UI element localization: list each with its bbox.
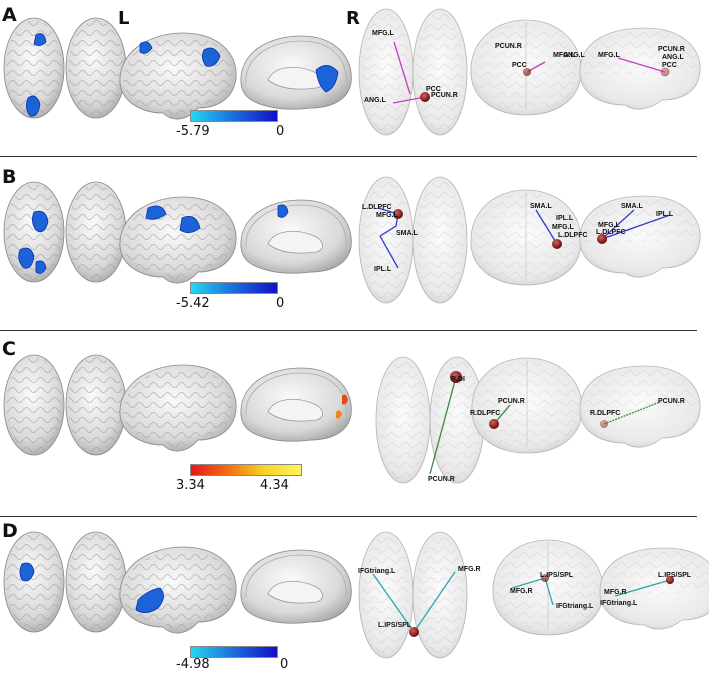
colorbar-c-max: 4.34 — [260, 478, 289, 493]
colorbar-a — [190, 110, 278, 122]
node-label: L.DLPFC — [362, 204, 392, 211]
node-label: PCUN.R — [495, 43, 522, 50]
left-hemisphere-label: L — [118, 8, 130, 29]
colorbar-a-max: 0 — [276, 124, 285, 139]
colorbar-c — [190, 464, 302, 476]
node-label: ANG.L — [364, 97, 386, 104]
colorbar-d-max: 0 — [280, 657, 289, 672]
panel-letter-a: A — [2, 4, 17, 26]
node-label: MFG.L — [598, 222, 620, 229]
node-label: MFG.R — [458, 566, 481, 573]
node-label: PCUN.R — [431, 92, 458, 99]
node-label: PCC — [512, 62, 527, 69]
node-label: L.IPS/SPL — [658, 572, 692, 579]
node-label: PCUN.R — [658, 46, 685, 53]
node-label: MFG.R — [604, 589, 627, 596]
panel-d-brains — [3, 531, 709, 659]
colorbar-d — [190, 646, 278, 658]
panel-letter-b: B — [2, 166, 17, 188]
colorbar-a-min: -5.79 — [176, 124, 210, 139]
node-label: L.IPS/SPL — [540, 572, 574, 579]
node-label: MFG.L — [372, 30, 394, 37]
colorbar-b — [190, 282, 278, 294]
colorbar-c-min: 3.34 — [176, 478, 205, 493]
node-label: SMA.L — [396, 230, 418, 237]
node-label: L.DLPFC — [558, 232, 588, 239]
panel-letter-d: D — [2, 520, 18, 542]
node-label: IFGtriang.L — [358, 568, 396, 575]
node-label: IPL.L — [556, 215, 574, 222]
node-label: R.DI — [451, 376, 465, 383]
node-label: L.DLPFC — [596, 229, 626, 236]
node-label: R.DLPFC — [590, 410, 621, 417]
node-label: IPL.L — [374, 266, 392, 273]
colorbar-b-max: 0 — [276, 296, 285, 311]
colorbar-b-min: -5.42 — [176, 296, 210, 311]
node-label: SMA.L — [621, 203, 643, 210]
connectivity-edges — [372, 41, 671, 634]
node-label: MFG.L — [598, 52, 620, 59]
panel-divider — [0, 330, 697, 331]
node-label: IFGtriang.L — [556, 603, 594, 610]
panel-b-brains — [3, 176, 701, 304]
node-label: PCUN.R — [428, 476, 455, 483]
right-hemisphere-label: R — [346, 8, 360, 29]
node-label: PCUN.R — [498, 398, 525, 405]
node-label: MFG.L — [552, 224, 574, 231]
node-label: MFG.L — [376, 212, 398, 219]
panel-c-brains — [3, 354, 701, 484]
node-label: ANG.L — [662, 54, 684, 61]
panel-divider — [0, 516, 697, 517]
node-label: IFGtriang.L — [600, 600, 638, 607]
node-label: L.IPS/SPL — [378, 622, 412, 629]
node-label: PCC — [426, 86, 441, 93]
node-label: ANG.L — [563, 52, 585, 59]
panel-divider — [0, 156, 697, 157]
panel-a-brains — [3, 8, 701, 136]
node-label: SMA.L — [530, 203, 552, 210]
colorbar-d-min: -4.98 — [176, 657, 210, 672]
connectivity-nodes — [393, 67, 674, 637]
panel-letter-c: C — [2, 338, 16, 360]
node-label: PCC — [662, 62, 677, 69]
node-label: MFG.L — [553, 52, 575, 59]
node-label: PCUN.R — [658, 398, 685, 405]
node-label: MFG.R — [510, 588, 533, 595]
node-label: R.DLPFC — [470, 410, 501, 417]
node-label: IPL.L — [656, 211, 674, 218]
